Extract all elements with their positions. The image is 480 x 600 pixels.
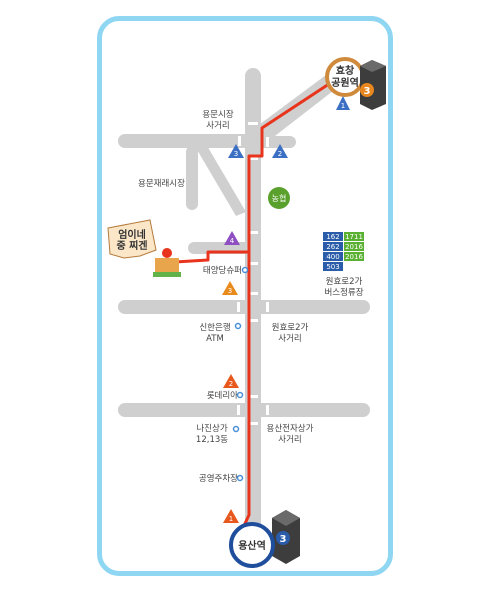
label-najin-1: 나진상가 — [196, 423, 227, 434]
road-branch-left — [186, 146, 198, 210]
svg-text:400: 400 — [326, 253, 339, 261]
svg-text:2016: 2016 — [345, 253, 363, 261]
exit-markers: 1 2 3 4 3 2 1 — [222, 96, 350, 523]
exit-marker-3-top[interactable]: 3 — [228, 144, 244, 158]
label-yongmun-1: 용문시장 — [202, 109, 233, 120]
nonghyup-bank[interactable]: 농협 — [268, 187, 290, 209]
restaurant-name-2: 중 찌겐 — [116, 239, 147, 252]
crosswalks — [237, 122, 269, 425]
label-bus-stop-1: 원효로2가 — [326, 277, 363, 287]
svg-text:2016: 2016 — [345, 243, 363, 251]
poi-dots — [232, 266, 249, 482]
nonghyup-label: 농협 — [272, 193, 287, 203]
label-yongsan-elec-1: 용산전자상가 — [267, 423, 314, 434]
station-building-icon — [360, 60, 386, 110]
station-hyochang-line1: 효창 — [336, 64, 355, 77]
label-yongmun-2: 사거리 — [206, 121, 229, 131]
station-hyochang[interactable]: 효창 공원역 3 — [325, 57, 386, 110]
label-public-parking: 공영주차장 — [199, 473, 238, 484]
label-shinhan-2: ATM — [206, 334, 224, 344]
label-wonhyoro2-1: 원효로2가 — [272, 323, 309, 333]
label-yongsan-elec-2: 사거리 — [278, 435, 301, 445]
svg-text:1711: 1711 — [345, 233, 363, 241]
bus-route-table: 162 1711 262 2016 400 2016 503 — [323, 232, 364, 271]
road-lotteria — [118, 403, 370, 417]
svg-text:1: 1 — [341, 102, 345, 110]
label-bus-stop-2: 버스정류장 — [324, 287, 363, 298]
restaurant-pin-icon — [162, 248, 172, 258]
svg-text:2: 2 — [229, 380, 233, 388]
svg-text:3: 3 — [228, 287, 232, 295]
road-yongmun — [118, 134, 256, 148]
station-hyochang-line2: 공원역 — [331, 76, 359, 89]
place-labels: 용문시장 사거리 용문재래시장 태양당슈퍼 신한은행 ATM 원효로2가 사거리… — [138, 109, 364, 484]
label-yongmun-redevelopment: 용문재래시장 — [138, 178, 185, 189]
svg-text:2: 2 — [278, 150, 282, 158]
line-3-text: 3 — [364, 86, 371, 97]
svg-text:4: 4 — [230, 237, 235, 245]
exit-marker-1-top[interactable]: 1 — [336, 96, 350, 110]
speech-bubble-icon — [107, 219, 157, 259]
exit-marker-3-mid[interactable]: 3 — [222, 281, 238, 295]
svg-text:1: 1 — [229, 515, 233, 523]
line-3-badge — [360, 83, 374, 97]
svg-text:262: 262 — [326, 243, 339, 251]
label-taeyang-supermarket: 태양당슈퍼 — [203, 265, 242, 276]
station-yongsan[interactable]: 용산역 3 — [229, 510, 300, 568]
road-branch-slant — [196, 144, 246, 216]
line-3-badge — [276, 531, 290, 545]
exit-marker-2-bottom[interactable]: 2 — [223, 374, 239, 388]
exit-marker-1-bottom[interactable]: 1 — [223, 509, 239, 523]
roads — [118, 68, 370, 543]
restaurant-building-icon — [155, 258, 179, 274]
svg-text:3: 3 — [234, 150, 238, 158]
line-3-text: 3 — [280, 534, 287, 545]
svg-text:503: 503 — [326, 263, 339, 271]
label-lotteria: 롯데리아 — [207, 390, 238, 401]
label-wonhyoro2-2: 사거리 — [278, 334, 301, 344]
restaurant-name-1: 엄이네 — [118, 228, 146, 241]
label-shinhan-1: 신한은행 — [199, 322, 230, 333]
restaurant-destination[interactable]: 엄이네 중 찌겐 — [107, 219, 181, 277]
walking-route — [174, 78, 336, 531]
road-wonhyoro2 — [118, 300, 370, 314]
label-najin-2: 12,13동 — [196, 435, 228, 445]
svg-text:162: 162 — [326, 233, 339, 241]
exit-marker-4[interactable]: 4 — [224, 231, 240, 245]
exit-marker-2-top[interactable]: 2 — [272, 144, 288, 158]
station-yongsan-name: 용산역 — [238, 539, 266, 552]
